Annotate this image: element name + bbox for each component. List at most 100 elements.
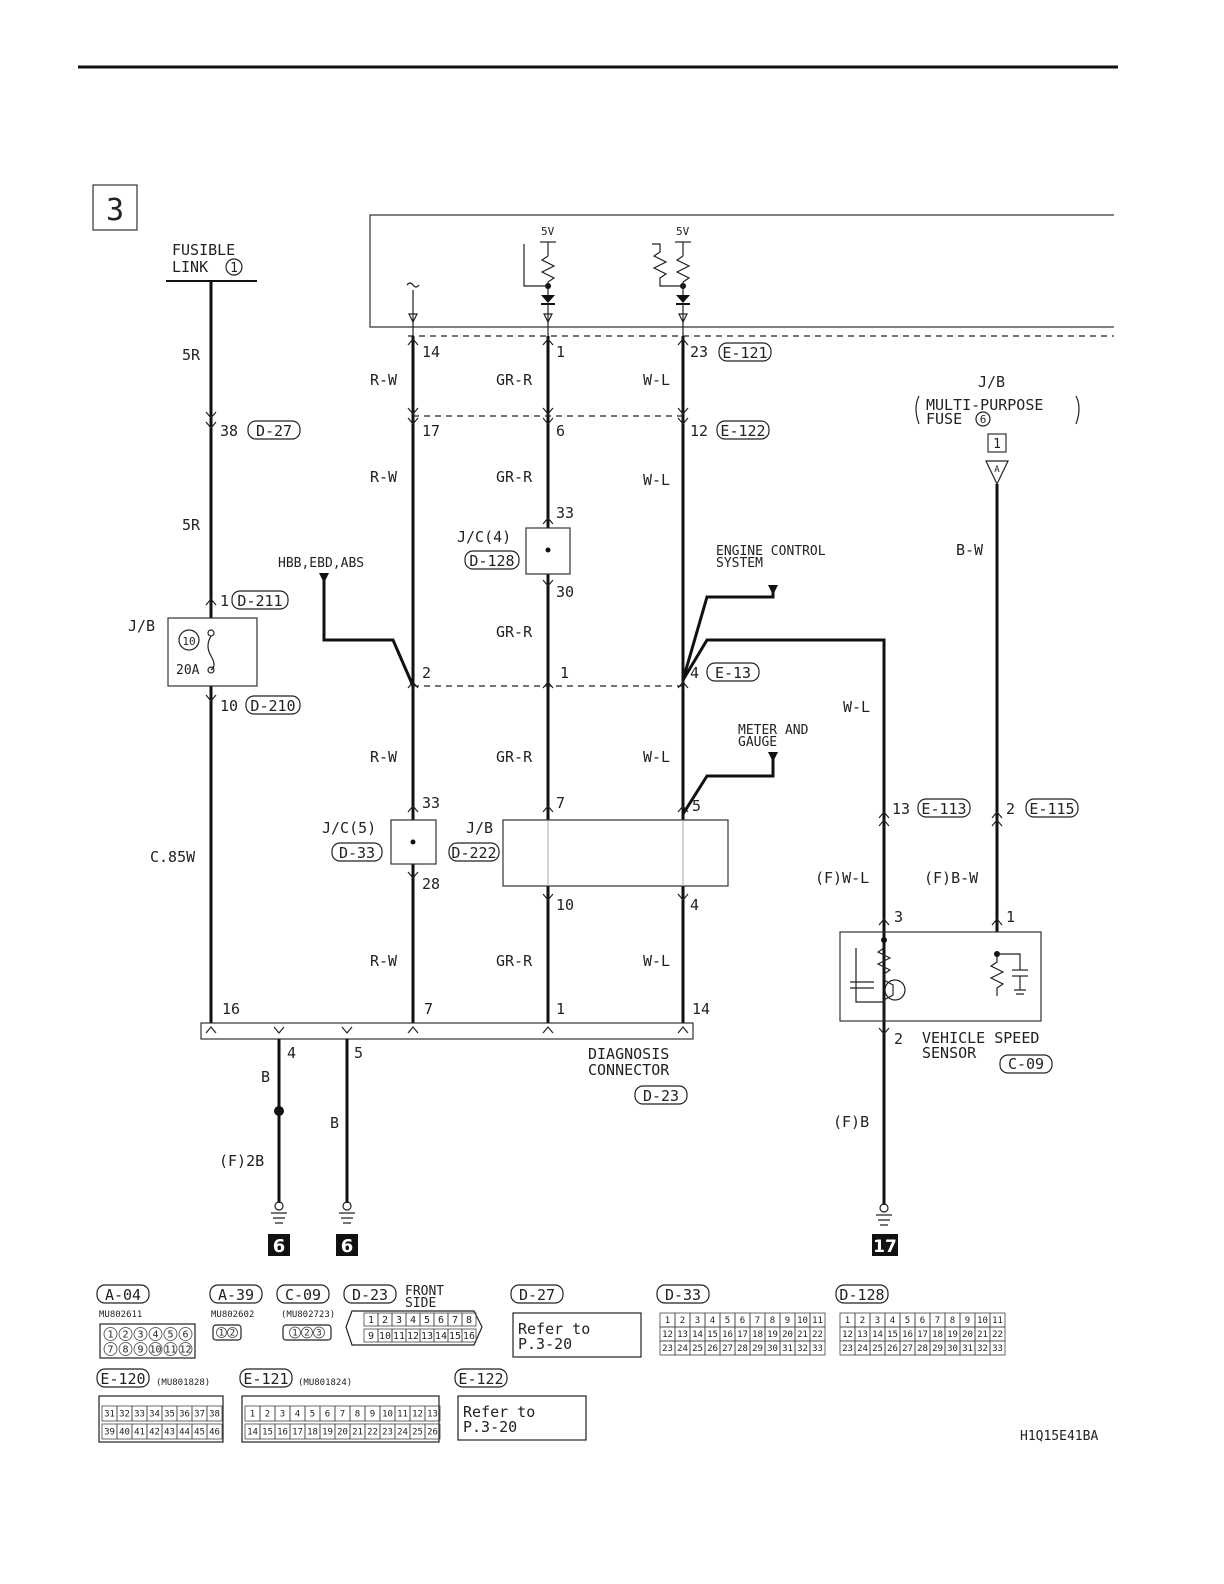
legend-pin-number: 25 [412, 1428, 423, 1438]
legend-pin-number: 4 [890, 1316, 895, 1326]
ecu-box: 5V 5V [369, 214, 1114, 337]
legend-pin-number: 2 [230, 1329, 235, 1339]
legend-pin-number: 20 [782, 1330, 793, 1340]
connector-e122: E-122 [720, 422, 765, 440]
wire-label-fb: (F)B [833, 1113, 869, 1131]
legend-a39-pn: MU802602 [211, 1310, 254, 1320]
legend-pin-number: 27 [722, 1344, 733, 1354]
legend-pin-number: 7 [755, 1316, 760, 1326]
legend-pin-number: 20 [337, 1428, 348, 1438]
pin-1-d211: 1 [220, 592, 229, 610]
connector-d23: D-23 [643, 1087, 679, 1105]
legend-pin-number: 21 [977, 1330, 988, 1340]
legend-pin-number: 21 [352, 1428, 363, 1438]
legend-pin-number: 44 [179, 1428, 190, 1438]
legend-pin-number: 26 [887, 1344, 898, 1354]
legend-pin-number: 1 [665, 1316, 670, 1326]
legend-pin-number: 2 [304, 1329, 309, 1339]
legend-pin-number: 7 [107, 1345, 113, 1356]
legend-pin-number: 25 [692, 1344, 703, 1354]
legend-pin-number: 9 [370, 1410, 375, 1420]
legend-pin-number: 23 [382, 1428, 393, 1438]
legend-pin-number: 1 [368, 1315, 374, 1326]
legend-pin-cell [461, 1328, 477, 1343]
legend-pin-number: 3 [396, 1315, 402, 1326]
pin-38: 38 [220, 422, 238, 440]
legend-pin-number: 17 [737, 1330, 748, 1340]
legend-e121: E-121 [243, 1370, 288, 1388]
wire-label-wl-d: W-L [643, 952, 670, 970]
fusible-link-label-2: LINK [172, 258, 208, 276]
legend-pin-cell [163, 1342, 178, 1356]
wire-label-5r-b: 5R [182, 516, 201, 534]
legend-pin-cell [103, 1327, 118, 1341]
engine-label-1: ENGINE CONTROL [716, 544, 826, 559]
wire-label-grr-c: GR-R [496, 623, 533, 641]
legend-pin-number: 19 [947, 1330, 958, 1340]
pin-1-e121: 1 [556, 343, 565, 361]
vss-label-2: SENSOR [922, 1044, 977, 1062]
legend-pin-number: 9 [368, 1331, 374, 1342]
legend-pin-number: 11 [393, 1331, 405, 1342]
legend-pin-number: 16 [463, 1331, 475, 1342]
legend-pin-number: 35 [164, 1410, 175, 1420]
legend-pin-number: 13 [857, 1330, 868, 1340]
legend-pin-cell [148, 1342, 163, 1356]
legend-pin-cell [809, 1340, 826, 1356]
wire-label-grr-e: GR-R [496, 952, 533, 970]
legend-pin-number: 20 [962, 1330, 973, 1340]
legend-pin-number: 29 [752, 1344, 763, 1354]
legend-pin-number: 7 [340, 1410, 345, 1420]
legend-pin-number: 19 [767, 1330, 778, 1340]
legend-e120: E-120 [100, 1370, 145, 1388]
wire-label-bw: B-W [956, 541, 984, 559]
legend-pin-number: 33 [134, 1410, 145, 1420]
legend-pin-number: 5 [167, 1330, 173, 1341]
meter-label-2: GAUGE [738, 735, 777, 750]
legend-pin-cell [206, 1423, 223, 1440]
legend-pin-number: 16 [277, 1428, 288, 1438]
legend-pin-number: 18 [307, 1428, 318, 1438]
pin-30: 30 [556, 583, 574, 601]
legend-front-2: SIDE [405, 1296, 436, 1311]
jb3-label: J/B [978, 373, 1005, 391]
legend-pin-number: 2 [122, 1330, 128, 1341]
legend-pin-number: 8 [950, 1316, 955, 1326]
legend-pin-number: 11 [992, 1316, 1003, 1326]
mp-fuse-number: 6 [980, 413, 987, 426]
legend-pin-number: 25 [872, 1344, 883, 1354]
pin-10-d210: 10 [220, 697, 238, 715]
legend-pin-number: 9 [137, 1345, 143, 1356]
connector-d128: D-128 [469, 552, 514, 570]
legend-pin-number: 4 [295, 1410, 300, 1420]
fusible-link-label-1: FUSIBLE [172, 241, 235, 259]
legend-pin-cell [989, 1340, 1006, 1356]
mp-fuse-1: MULTI-PURPOSE [926, 396, 1043, 414]
fuse-number: 10 [182, 635, 195, 648]
legend-pin-number: 11 [812, 1316, 823, 1326]
legend-pin-number: 31 [962, 1344, 973, 1354]
legend-pin-number: 12 [179, 1345, 191, 1356]
legend-pin-number: 1 [292, 1329, 297, 1339]
pin-2-e115: 2 [1006, 800, 1015, 818]
pin-23: 23 [690, 343, 708, 361]
legend-pin-number: 7 [935, 1316, 940, 1326]
legend-e120-pn: (MU801828) [156, 1378, 210, 1388]
wire-label-wl-a: W-L [643, 371, 670, 389]
legend-pin-number: 4 [410, 1315, 416, 1326]
legend-pin-number: 3 [875, 1316, 880, 1326]
legend-pin-number: 1 [845, 1316, 850, 1326]
pin-14-diag: 14 [692, 1000, 710, 1018]
pin-4-jb: 4 [690, 896, 699, 914]
jb-label: J/B [128, 617, 155, 635]
ref-1: 1 [993, 437, 1001, 452]
legend-pin-cell [178, 1342, 193, 1356]
pin-14: 14 [422, 343, 440, 361]
legend-pin-number: 2 [382, 1315, 388, 1326]
legend-pin-number: 10 [977, 1316, 988, 1326]
legend-pin-number: 11 [164, 1345, 176, 1356]
legend-pin-number: 26 [427, 1428, 438, 1438]
hbb-label: HBB,EBD,ABS [278, 556, 364, 571]
ground-6a: 6 [273, 1236, 286, 1257]
